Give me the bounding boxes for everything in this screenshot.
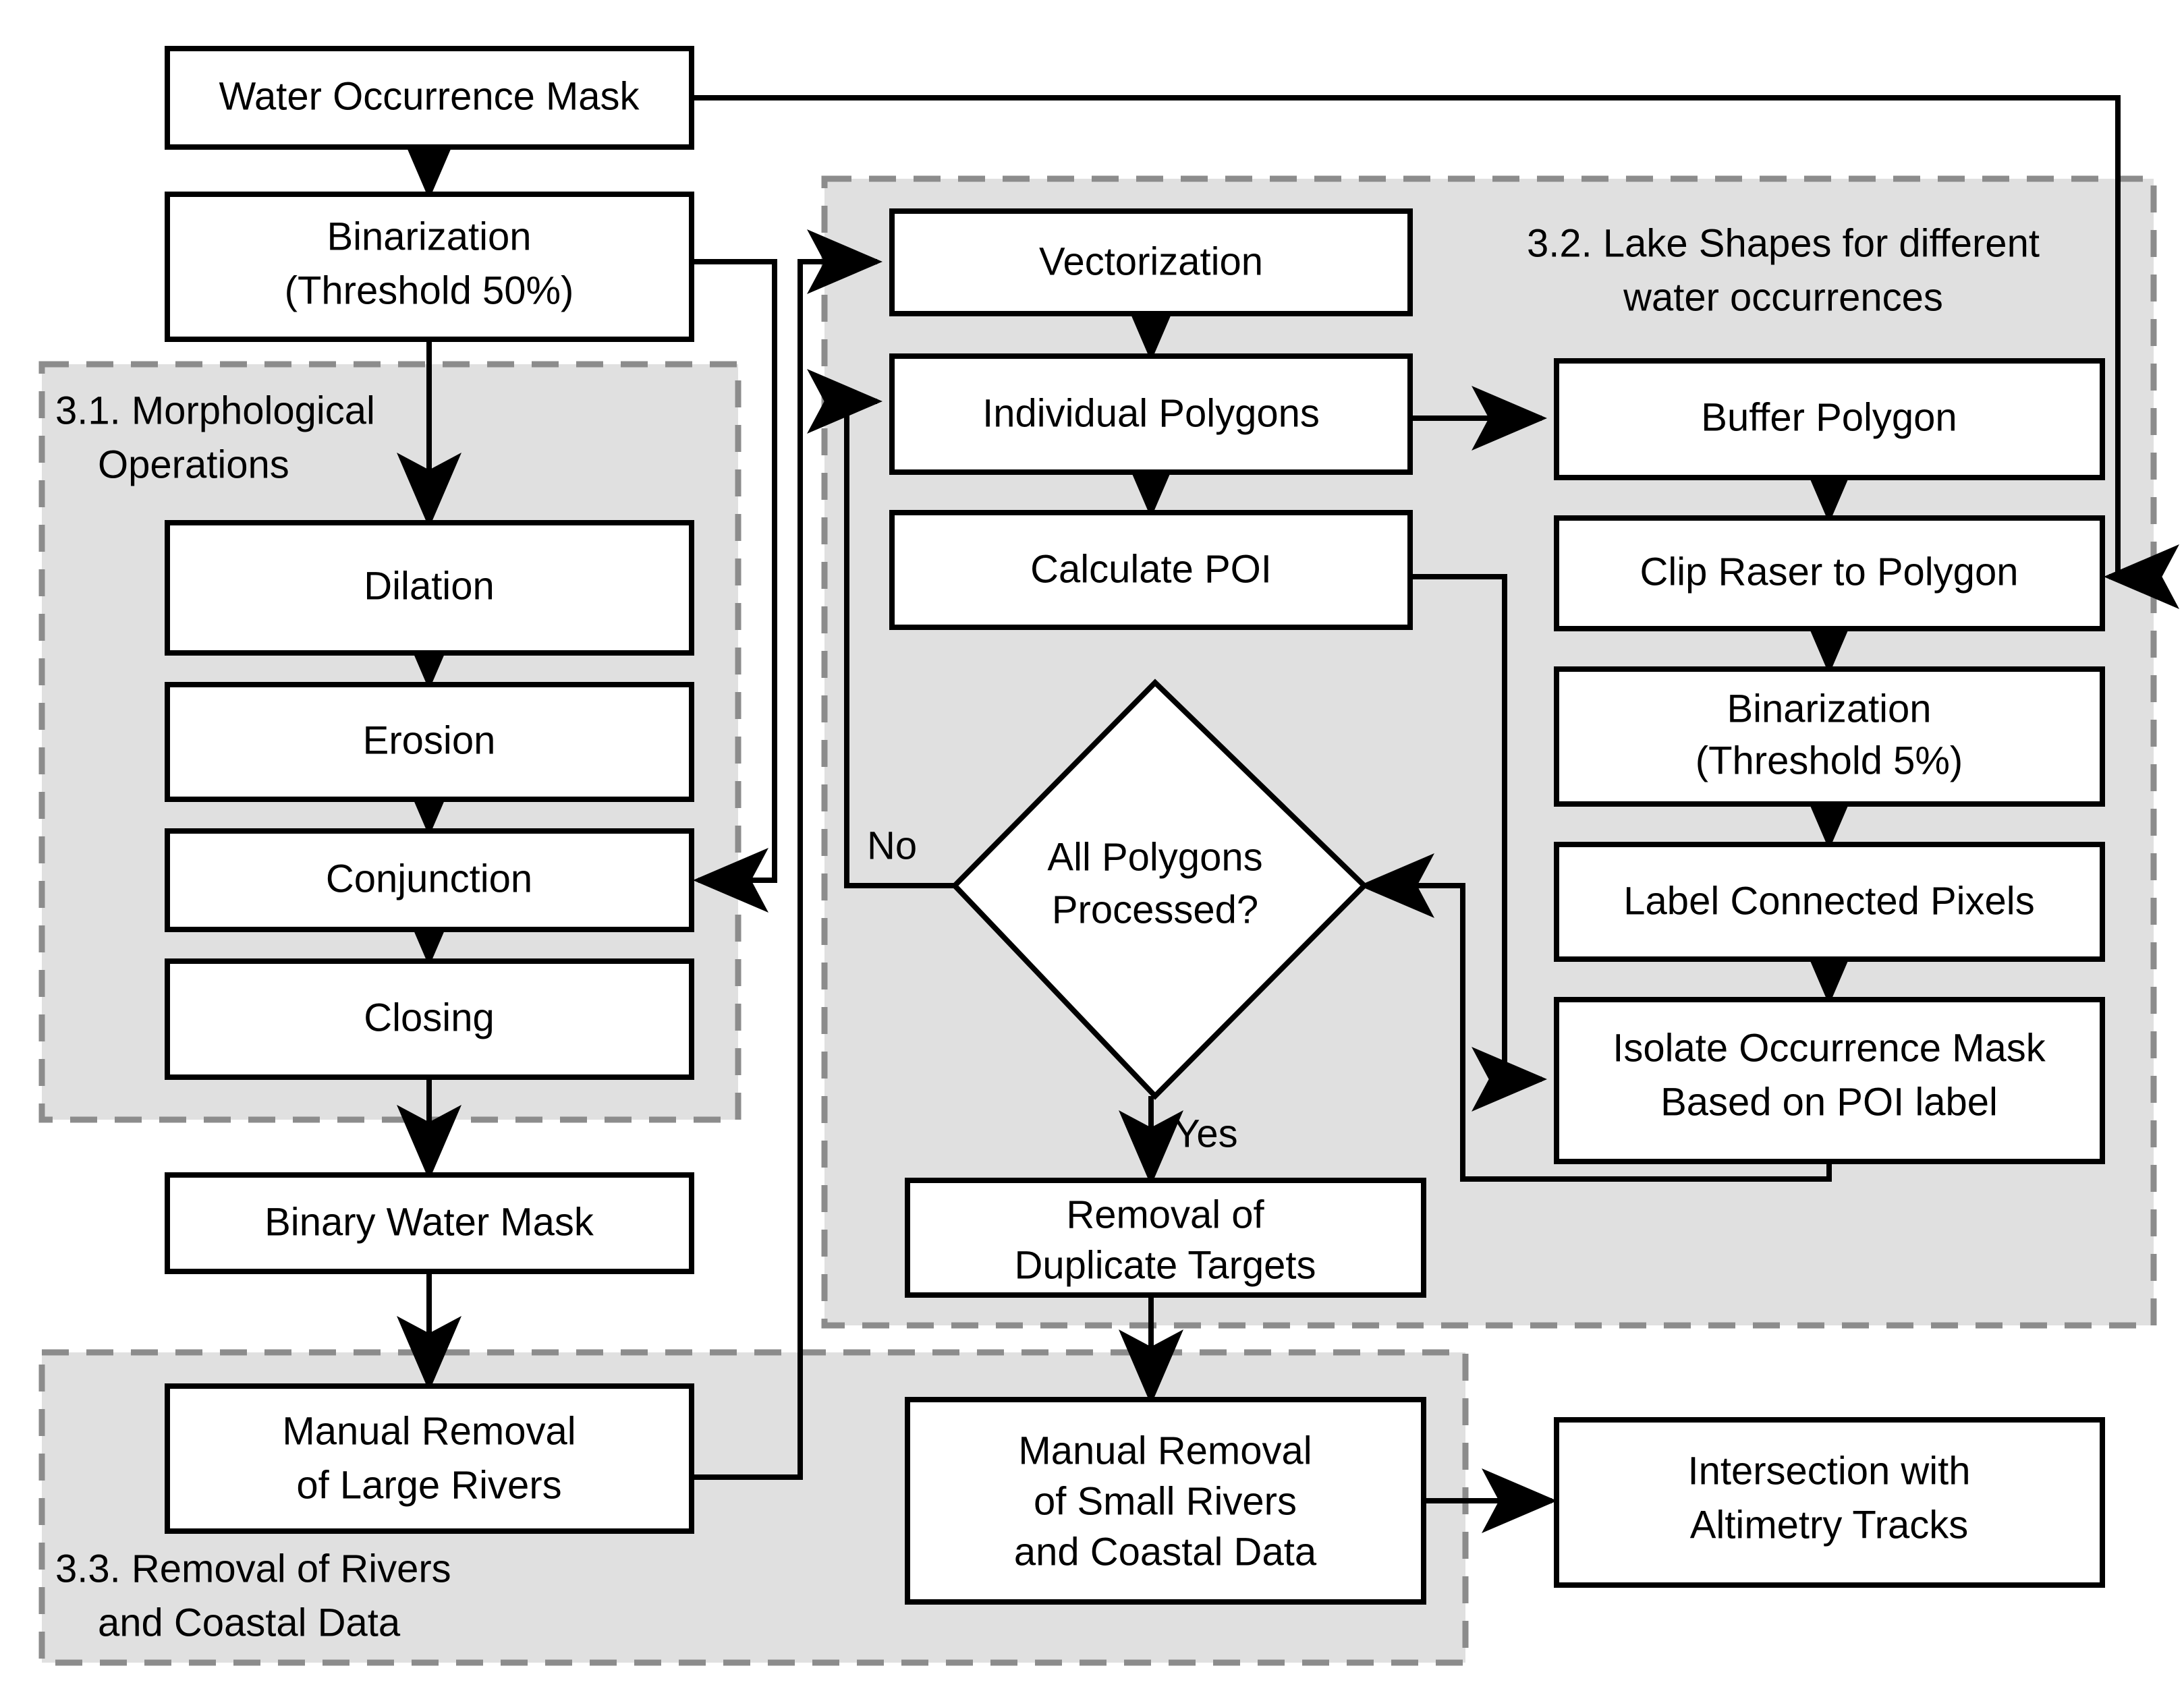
node-calculate-poi-label: Calculate POI — [1030, 547, 1272, 591]
node-all-polygons-processed-decision[interactable]: All Polygons Processed? — [951, 679, 1368, 1100]
node-binarization-5-line2: (Threshold 5%) — [1696, 739, 1963, 782]
node-conjunction[interactable]: Conjunction — [165, 828, 694, 932]
panel-removal-title-line2: and Coastal Data — [98, 1601, 401, 1644]
node-closing-label: Closing — [364, 996, 494, 1039]
node-vectorization-label: Vectorization — [1039, 239, 1263, 283]
node-erosion-label: Erosion — [363, 718, 496, 762]
panel-removal-title-line1: 3.3. Removal of Rivers — [55, 1547, 451, 1590]
node-conjunction-label: Conjunction — [326, 857, 532, 900]
edge-binarization50-to-conjunction — [692, 259, 777, 913]
node-binarization-50[interactable]: Binarization (Threshold 50%) — [165, 192, 694, 342]
node-manual-removal-large-rivers[interactable]: Manual Removal of Large Rivers — [165, 1383, 694, 1534]
node-manual-removal-large-rivers-line2: of Large Rivers — [296, 1463, 561, 1507]
node-binarization-5-line1: Binarization — [1727, 687, 1931, 730]
node-binary-water-mask-label: Binary Water Mask — [264, 1200, 594, 1244]
node-erosion[interactable]: Erosion — [165, 682, 694, 802]
node-label-connected-pixels[interactable]: Label Connected Pixels — [1554, 842, 2105, 962]
panel-lake-shapes-title-line1: 3.2. Lake Shapes for different — [1527, 221, 2040, 265]
panel-lake-shapes-title: 3.2. Lake Shapes for different water occ… — [1527, 221, 2040, 319]
node-manual-removal-small-rivers-line1: Manual Removal — [1018, 1429, 1312, 1472]
node-individual-polygons-label: Individual Polygons — [982, 391, 1320, 435]
node-intersection-altimetry-line1: Intersection with — [1687, 1449, 1970, 1493]
node-intersection-altimetry-line2: Altimetry Tracks — [1690, 1503, 1969, 1547]
node-water-occurrence-mask-label: Water Occurrence Mask — [219, 74, 640, 118]
node-all-polygons-processed-line1: All Polygons — [1047, 835, 1262, 879]
edge-decision-no-to-individual-polygons — [807, 369, 955, 888]
node-isolate-occurrence-mask[interactable]: Isolate Occurrence Mask Based on POI lab… — [1554, 997, 2105, 1164]
node-vectorization[interactable]: Vectorization — [889, 208, 1413, 316]
edge-water-mask-to-clip-raser — [692, 95, 2179, 609]
panel-lake-shapes-title-line2: water occurrences — [1623, 275, 1943, 319]
node-clip-raser-to-polygon-label: Clip Raser to Polygon — [1640, 550, 2019, 594]
node-isolate-occurrence-mask-line2: Based on POI label — [1660, 1080, 1998, 1124]
node-clip-raser-to-polygon[interactable]: Clip Raser to Polygon — [1554, 515, 2105, 631]
edge-label-no: No — [867, 824, 917, 867]
node-buffer-polygon[interactable]: Buffer Polygon — [1554, 358, 2105, 480]
node-binary-water-mask[interactable]: Binary Water Mask — [165, 1172, 694, 1274]
panel-morphological-title: 3.1. Morphological Operations — [55, 389, 375, 486]
node-calculate-poi[interactable]: Calculate POI — [889, 510, 1413, 630]
edge-calculate-poi-to-isolate-mask — [1410, 574, 1547, 1112]
panel-morphological-title-line1: 3.1. Morphological — [55, 389, 375, 432]
node-binarization-50-line1: Binarization — [327, 214, 531, 258]
node-manual-removal-small-rivers-line2: of Small Rivers — [1034, 1479, 1297, 1523]
node-buffer-polygon-label: Buffer Polygon — [1701, 395, 1957, 439]
edge-isolate-mask-to-decision — [1359, 853, 1832, 1182]
node-label-connected-pixels-label: Label Connected Pixels — [1623, 879, 2034, 923]
node-binarization-5[interactable]: Binarization (Threshold 5%) — [1554, 666, 2105, 807]
node-removal-duplicate-targets-line2: Duplicate Targets — [1014, 1243, 1316, 1287]
node-closing[interactable]: Closing — [165, 958, 694, 1080]
node-all-polygons-processed-line2: Processed? — [1052, 888, 1258, 931]
node-removal-duplicate-targets-line1: Removal of — [1066, 1193, 1264, 1236]
node-isolate-occurrence-mask-line1: Isolate Occurrence Mask — [1613, 1026, 2046, 1070]
node-manual-removal-large-rivers-line1: Manual Removal — [282, 1409, 576, 1453]
panel-morphological-title-line2: Operations — [98, 442, 289, 486]
node-individual-polygons[interactable]: Individual Polygons — [889, 353, 1413, 475]
edge-label-yes: Yes — [1174, 1112, 1238, 1155]
node-dilation-label: Dilation — [364, 564, 494, 608]
node-removal-duplicate-targets[interactable]: Removal of Duplicate Targets — [905, 1178, 1426, 1298]
node-binarization-50-line2: (Threshold 50%) — [285, 268, 574, 312]
node-manual-removal-small-rivers[interactable]: Manual Removal of Small Rivers and Coast… — [905, 1397, 1426, 1605]
node-dilation[interactable]: Dilation — [165, 520, 694, 656]
edge-manual-large-rivers-to-vectorization — [692, 229, 883, 1480]
node-manual-removal-small-rivers-line3: and Coastal Data — [1014, 1530, 1317, 1574]
node-intersection-altimetry-tracks[interactable]: Intersection with Altimetry Tracks — [1554, 1417, 2105, 1588]
panel-removal-title: 3.3. Removal of Rivers and Coastal Data — [55, 1547, 451, 1644]
node-water-occurrence-mask[interactable]: Water Occurrence Mask — [165, 46, 694, 150]
